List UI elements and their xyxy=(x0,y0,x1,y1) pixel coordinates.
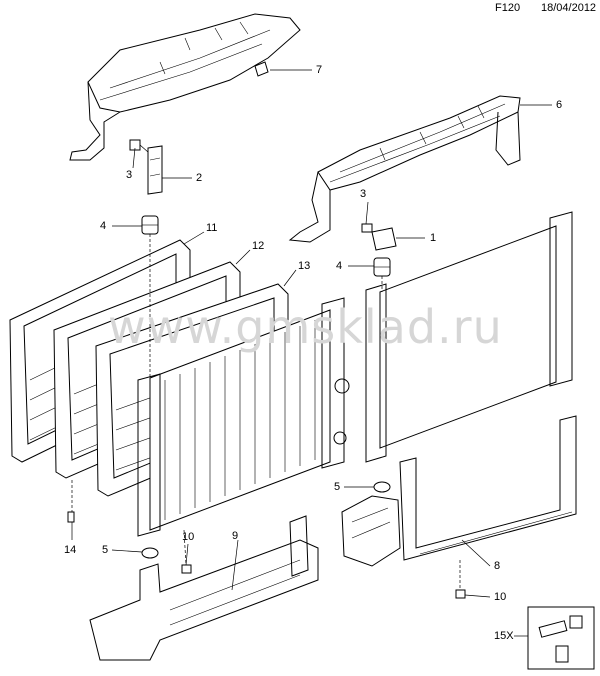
air-deflector-upper-left xyxy=(69,13,301,161)
condenser xyxy=(365,211,573,463)
callout-13: 13 xyxy=(298,260,311,272)
rubber-mount-right xyxy=(373,257,391,277)
callout-11: 11 xyxy=(206,222,218,234)
callout-10-right: 10 xyxy=(494,591,507,603)
clip-5-right xyxy=(373,481,391,493)
sheet-code: F120 xyxy=(495,2,521,14)
air-deflector-lower-9 xyxy=(89,515,319,661)
callout-8: 8 xyxy=(494,560,501,572)
clip-5-left xyxy=(141,547,159,559)
callout-4-right: 4 xyxy=(336,260,343,272)
callout-5-left: 5 xyxy=(102,544,109,556)
callout-14: 14 xyxy=(64,544,77,556)
callout-3-right: 3 xyxy=(360,188,367,200)
callout-12: 12 xyxy=(252,240,265,252)
radiator-main xyxy=(137,297,350,537)
callout-1: 1 xyxy=(430,232,437,244)
sheet-date: 18/04/2012 xyxy=(541,2,597,14)
bolt-14 xyxy=(67,511,75,523)
condenser-frame-8 xyxy=(399,415,577,561)
callout-10-left: 10 xyxy=(182,531,195,543)
air-deflector-upper-right xyxy=(288,95,521,243)
side-deflector xyxy=(341,495,401,567)
bracket-left xyxy=(129,139,163,195)
callout-5-right: 5 xyxy=(334,481,341,493)
bracket-right xyxy=(361,223,397,251)
watermark: www.gmsklad.ru xyxy=(108,300,503,354)
callout-9: 9 xyxy=(232,530,239,542)
hardware-kit-box xyxy=(527,606,595,670)
rubber-mount-left xyxy=(141,215,159,235)
bolt-10-right xyxy=(455,589,466,599)
leader-lines xyxy=(71,69,552,637)
callout-6: 6 xyxy=(556,99,563,111)
callout-2: 2 xyxy=(196,172,203,184)
callout-7: 7 xyxy=(316,64,323,76)
bolt-10-left xyxy=(181,564,192,574)
callout-4-left: 4 xyxy=(100,220,107,232)
callout-15x: 15X xyxy=(494,630,514,642)
callout-3-left: 3 xyxy=(126,169,133,181)
alignment-dashes xyxy=(71,234,461,590)
